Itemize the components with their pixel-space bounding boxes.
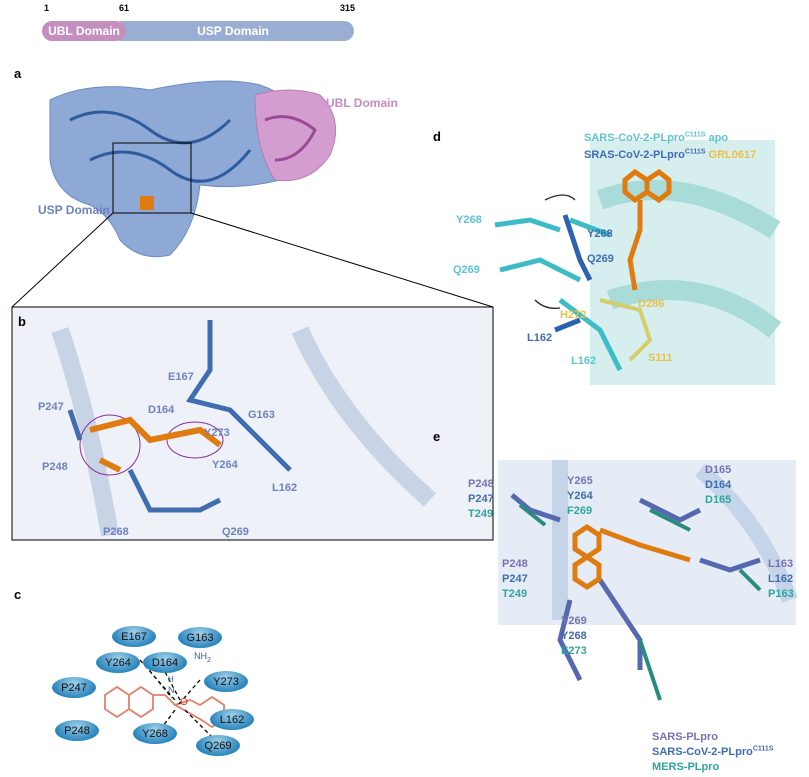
residue-label: L162 <box>571 355 597 367</box>
domain-start: 1 <box>44 3 50 13</box>
residue-label: H272 <box>560 309 587 321</box>
residue-label: Y268 <box>456 214 482 226</box>
zoom-line <box>11 212 114 308</box>
residue-oval: P247 <box>52 677 96 698</box>
density-mesh <box>166 421 224 459</box>
legend-apo: SARS-CoV-2-PLproC111S apo <box>584 131 729 144</box>
residue-label: P247 <box>38 401 64 413</box>
usp-domain-label: USP Domain <box>38 203 110 217</box>
residue-label: L162 <box>272 482 298 494</box>
domain-mid: 61 <box>119 3 130 13</box>
ligand-sticks <box>89 416 222 473</box>
residue-label: Y273 <box>204 427 230 439</box>
residue-label: Q269 <box>587 253 614 265</box>
h-atom: H <box>168 675 174 684</box>
usp-domain-bar: USP Domain <box>112 21 354 41</box>
ubl-domain-bar: UBL Domain <box>42 21 126 41</box>
ubl-surface <box>254 89 337 182</box>
residue-label: P248 <box>42 461 68 473</box>
ubl-bar-label: UBL Domain <box>48 24 120 38</box>
usp-bar-label: USP Domain <box>197 24 269 38</box>
n-atom: N <box>168 685 175 695</box>
usp-cartoon <box>69 110 252 183</box>
ubl-domain-label: UBL Domain <box>326 96 398 110</box>
residue-label: Q269 <box>453 264 480 276</box>
residue-oval: P248 <box>55 720 99 741</box>
residue-label: S111 <box>648 352 673 364</box>
domain-end: 315 <box>340 3 356 13</box>
o-atom: O <box>180 697 188 708</box>
residue-oval: Q269 <box>196 735 240 756</box>
contact-lines <box>139 659 216 741</box>
residue-label: G163 <box>248 409 275 421</box>
nh2-atom: NH2 <box>194 651 211 664</box>
panel-b-letter: b <box>18 314 26 329</box>
panel-e-letter: e <box>433 429 441 444</box>
ubl-cartoon <box>264 115 317 162</box>
panel-c-letter: c <box>14 587 22 602</box>
residue-oval: E167 <box>112 626 156 647</box>
density-mesh <box>79 414 141 476</box>
residue-label: E167 <box>168 371 194 383</box>
zoom-line <box>190 212 494 308</box>
residue-label: D286 <box>638 298 665 310</box>
residue-label: Y268 <box>587 228 613 240</box>
residue-oval: L162 <box>210 709 254 730</box>
residue-label: D164 <box>148 404 175 416</box>
residue-oval: Y273 <box>204 671 248 692</box>
residue-label: Y264 <box>212 459 238 471</box>
residue-oval: D164 <box>143 652 187 673</box>
residue-label: L162 <box>527 332 553 344</box>
arrow-icon <box>534 194 576 309</box>
residue-label: P268 <box>103 526 129 538</box>
panel-a-letter: a <box>14 66 22 81</box>
zoom-box <box>112 142 192 214</box>
residue-oval: G163 <box>178 627 222 648</box>
ligand-2d <box>104 685 225 729</box>
ligand-marker <box>140 196 154 210</box>
residue-sticks <box>67 320 292 513</box>
residue-label: Q269 <box>222 526 249 538</box>
residue-oval: Y268 <box>133 723 177 744</box>
legend-complex: SRAS-CoV-2-PLproC111S GRL0617 <box>584 148 757 161</box>
residue-oval: Y264 <box>96 652 140 673</box>
panel-d-letter: d <box>433 129 441 144</box>
